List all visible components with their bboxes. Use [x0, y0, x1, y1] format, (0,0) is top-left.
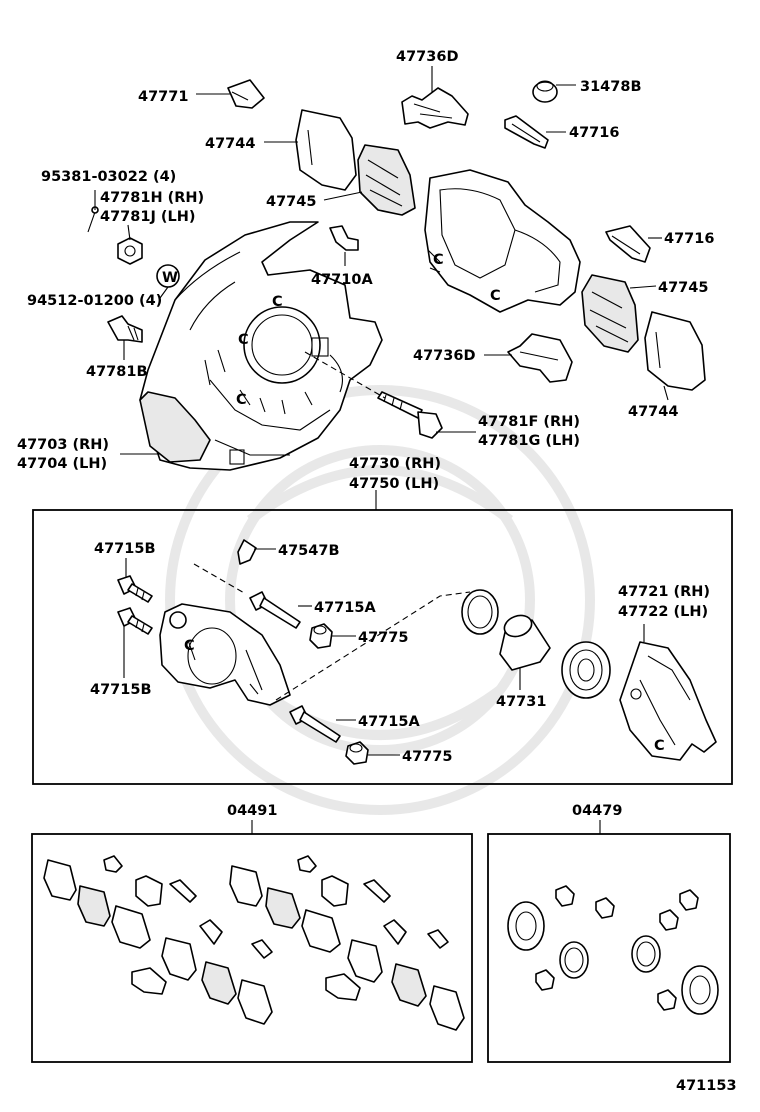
label-47781g: 47781G (LH): [478, 433, 580, 449]
dust-shield-47703: [139, 221, 383, 471]
label-47721: 47721 (RH): [618, 584, 710, 600]
pad-47745-right: [581, 274, 639, 353]
label-47771: 47771: [138, 89, 188, 105]
label-47775-bot: 47775: [402, 749, 452, 765]
label-47731: 47731: [496, 694, 546, 710]
label-47715a-bot: 47715A: [358, 714, 420, 730]
bracket-mark-c1: C: [433, 252, 444, 268]
label-47775-top: 47775: [358, 630, 408, 646]
nut-47781h: [117, 237, 143, 265]
seal-kit-box: [487, 833, 731, 1063]
shield-mark-c1: C: [272, 294, 283, 310]
label-47781h: 47781H (RH): [100, 190, 204, 206]
shim-47744-right: [644, 311, 706, 391]
caliper-assembly-box: [32, 509, 733, 785]
shield-mark-c2: C: [238, 332, 249, 348]
boot-31478b: [532, 80, 558, 103]
bolt-95381: [87, 206, 99, 233]
label-47722: 47722 (LH): [618, 604, 708, 620]
stud-47781b: [107, 315, 143, 343]
piston-boot: [561, 641, 611, 699]
bolt-47715b-top: [117, 575, 153, 603]
piston-47731: [499, 614, 551, 671]
label-kit-04479: 04479: [572, 803, 622, 819]
caliper-housing-47721: [619, 641, 717, 761]
diagram-id: 471153: [676, 1078, 737, 1094]
label-47715b-bot: 47715B: [90, 682, 152, 698]
bleeder-47547b: [237, 539, 257, 565]
leader-dash-47781f: [304, 351, 386, 399]
pad-kit-contents: [43, 855, 465, 1031]
label-47744-top: 47744: [205, 136, 255, 152]
retainer-47736d-mid: [507, 333, 573, 383]
label-47715b-top: 47715B: [94, 541, 156, 557]
label-95381: 95381-03022 (4): [41, 169, 176, 185]
caliper-body: [159, 603, 291, 706]
bracket-mark-c3: C: [654, 738, 665, 754]
bracket-mark-c2: C: [490, 288, 501, 304]
retainer-47736d-top: [401, 87, 469, 129]
bolt-47715b-bot: [117, 607, 153, 635]
label-47710a: 47710A: [311, 272, 373, 288]
shim-47744-top: [295, 109, 357, 191]
label-47730: 47730 (RH): [349, 456, 441, 472]
upper-leaders: [94, 66, 669, 510]
pin-47715a-top: [249, 591, 301, 629]
label-47745-top: 47745: [266, 194, 316, 210]
washer-mark-w: W: [162, 270, 178, 286]
label-47547b: 47547B: [278, 543, 340, 559]
clip-47771: [227, 79, 265, 109]
label-47750: 47750 (LH): [349, 476, 439, 492]
label-47703: 47703 (RH): [17, 437, 109, 453]
shield-mark-c3: C: [236, 392, 247, 408]
label-kit-04491: 04491: [227, 803, 277, 819]
caliper-leaders: [123, 548, 645, 756]
label-47781f: 47781F (RH): [478, 414, 580, 430]
piston-seal: [461, 589, 499, 635]
label-47716-top: 47716: [569, 125, 619, 141]
seal-kit-contents: [507, 885, 719, 1015]
label-47781j: 47781J (LH): [100, 209, 196, 225]
label-47745-right: 47745: [658, 280, 708, 296]
label-31478b: 31478B: [580, 79, 642, 95]
label-47744-right: 47744: [628, 404, 678, 420]
label-47736d-top: 47736D: [396, 49, 458, 65]
label-94512: 94512-01200 (4): [27, 293, 162, 309]
watermark: [165, 385, 595, 815]
label-47716-mid: 47716: [664, 231, 714, 247]
pin-47715a-bot: [289, 705, 341, 743]
caliper-bracket: [424, 169, 581, 313]
pad-kit-box: [31, 833, 473, 1063]
spring-47716-mid: [605, 225, 651, 263]
bleeder-47710a: [329, 225, 359, 251]
label-47781b: 47781B: [86, 364, 148, 380]
label-47704: 47704 (LH): [17, 456, 107, 472]
spring-47716-top: [504, 115, 549, 149]
label-47736d-mid: 47736D: [413, 348, 475, 364]
label-47715a-top: 47715A: [314, 600, 376, 616]
bushing-47775-top: [309, 623, 333, 649]
bushing-47775-bot: [345, 741, 369, 765]
pad-47745-top: [357, 144, 416, 216]
caliper-mark-c1: C: [184, 638, 195, 654]
caliper-dash-lines: [193, 563, 471, 701]
